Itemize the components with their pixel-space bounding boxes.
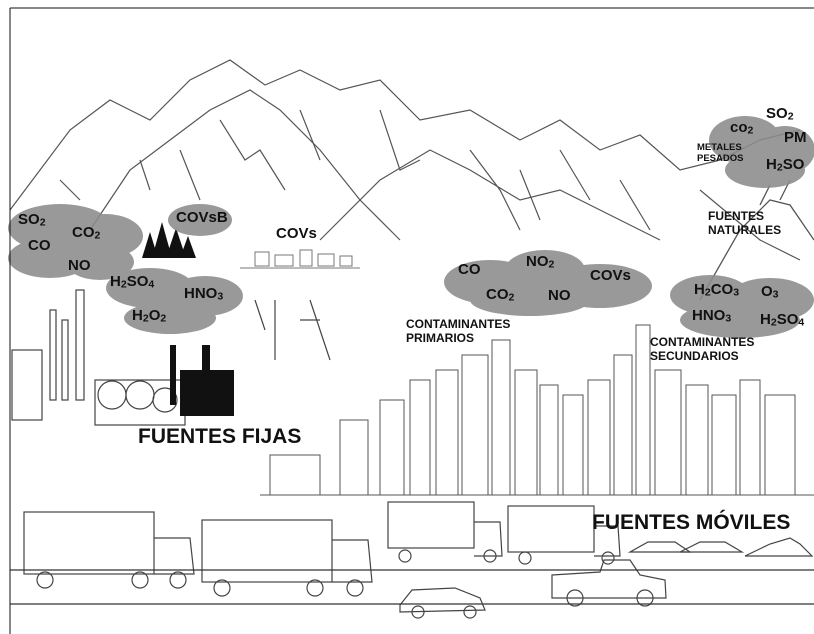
fuentes-fijas-caption: FUENTES FIJAS [138, 425, 302, 448]
distant-town [240, 249, 360, 269]
co2-label-volcano: co2 [730, 119, 754, 137]
h2o2-label: H2O2 [132, 307, 167, 325]
no2-label-mid: NO2 [526, 253, 555, 271]
covs-label-mid: COVs [590, 267, 631, 284]
city-skyline [260, 324, 814, 496]
pollution-clouds [8, 116, 814, 338]
h2so4-label-right: H2SO4 [760, 311, 805, 329]
so2-label-volcano: SO2 [766, 105, 794, 123]
mountain-range [9, 59, 801, 261]
no-label-mid: NO [548, 287, 571, 304]
h2so4-label-left: H2SO4 [110, 273, 155, 291]
pm-label: PM [784, 129, 807, 146]
co-label-left: CO [28, 237, 51, 254]
covs-label-top: COVs [276, 225, 317, 242]
frame [9, 7, 814, 634]
cars [399, 537, 814, 619]
co2-label-left: CO2 [72, 224, 101, 242]
forest [142, 222, 196, 258]
no-label-left: NO [68, 257, 91, 274]
h2so-label: H2SO [766, 156, 805, 174]
co2-label-mid: CO2 [486, 286, 515, 304]
hno3-label-right: HNO3 [692, 307, 732, 325]
covsb-label: COVsB [176, 209, 228, 226]
so2-label-left: SO2 [18, 211, 46, 229]
hno3-label-left: HNO3 [184, 285, 224, 303]
trucks [23, 501, 621, 597]
fuentes-moviles-caption: FUENTES MÓVILES [592, 511, 791, 534]
co-label-mid: CO [458, 261, 481, 278]
o3-label: O3 [761, 283, 779, 301]
dark-factory [170, 345, 234, 416]
h2co3-label: H2CO3 [694, 281, 740, 299]
roads [10, 569, 814, 605]
